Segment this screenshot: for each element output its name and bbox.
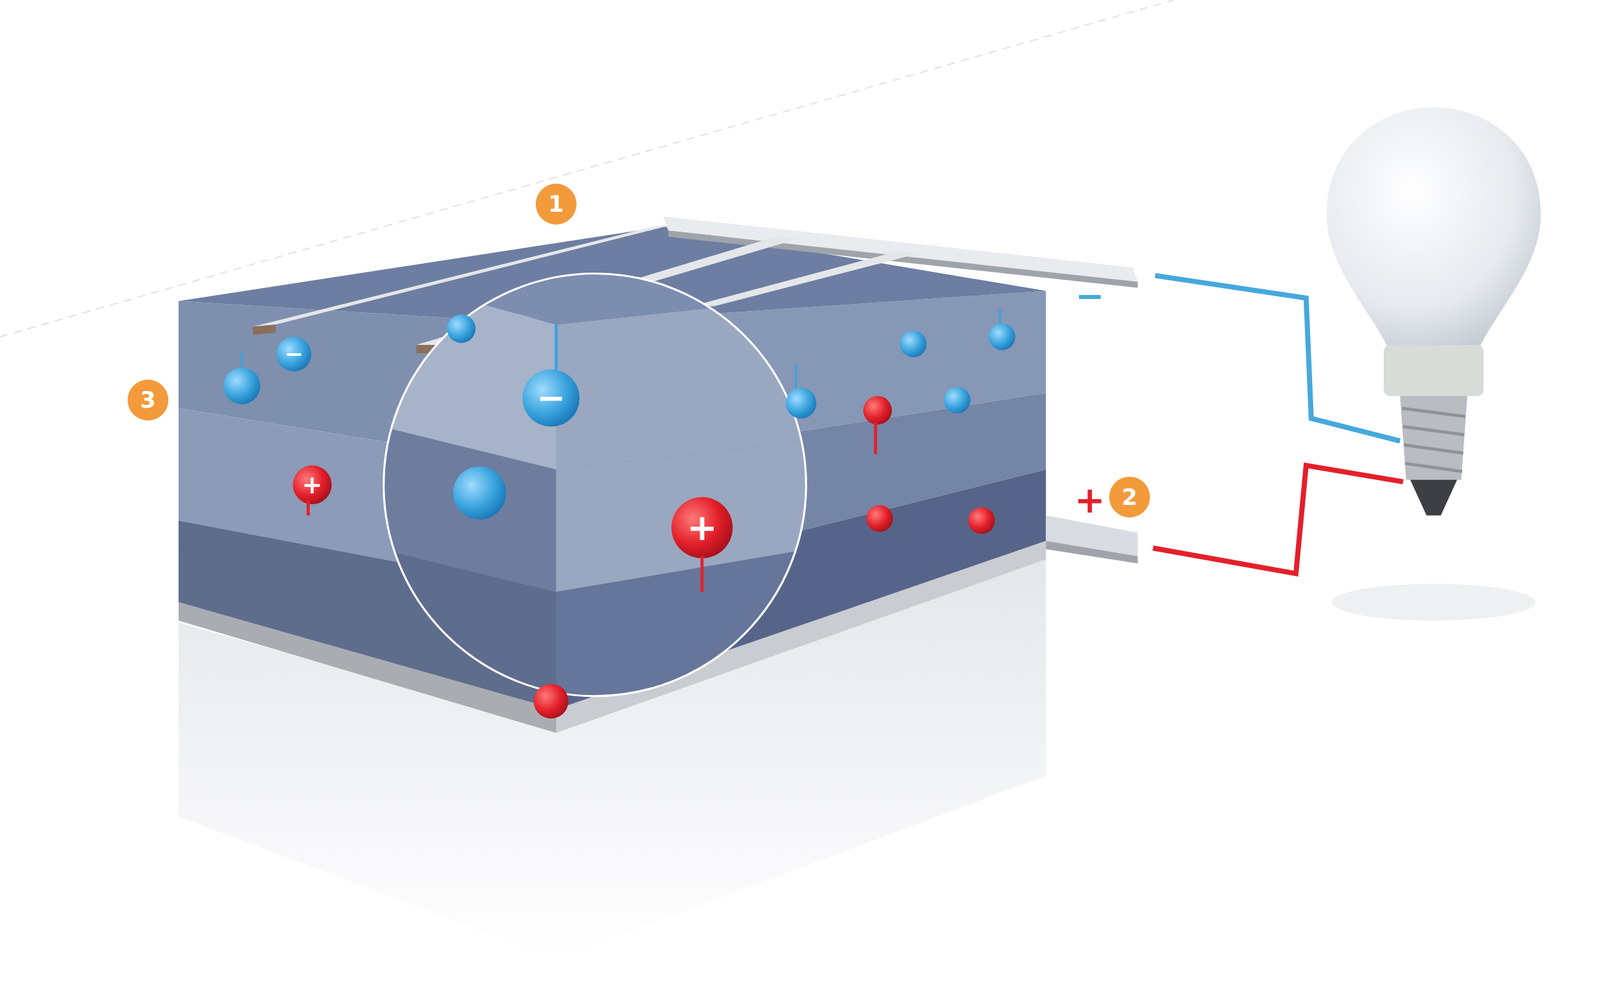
electron-sign: − xyxy=(536,380,566,416)
hole-sign: + xyxy=(302,472,323,498)
callout-number: 1 xyxy=(548,192,564,216)
callout-number: 3 xyxy=(140,389,156,412)
terminal-sign: + xyxy=(1074,481,1106,519)
terminal-sign: − xyxy=(1075,278,1104,313)
callout-number: 2 xyxy=(1121,485,1138,509)
hole-sign: + xyxy=(686,509,718,546)
electron-sign: − xyxy=(284,343,303,366)
